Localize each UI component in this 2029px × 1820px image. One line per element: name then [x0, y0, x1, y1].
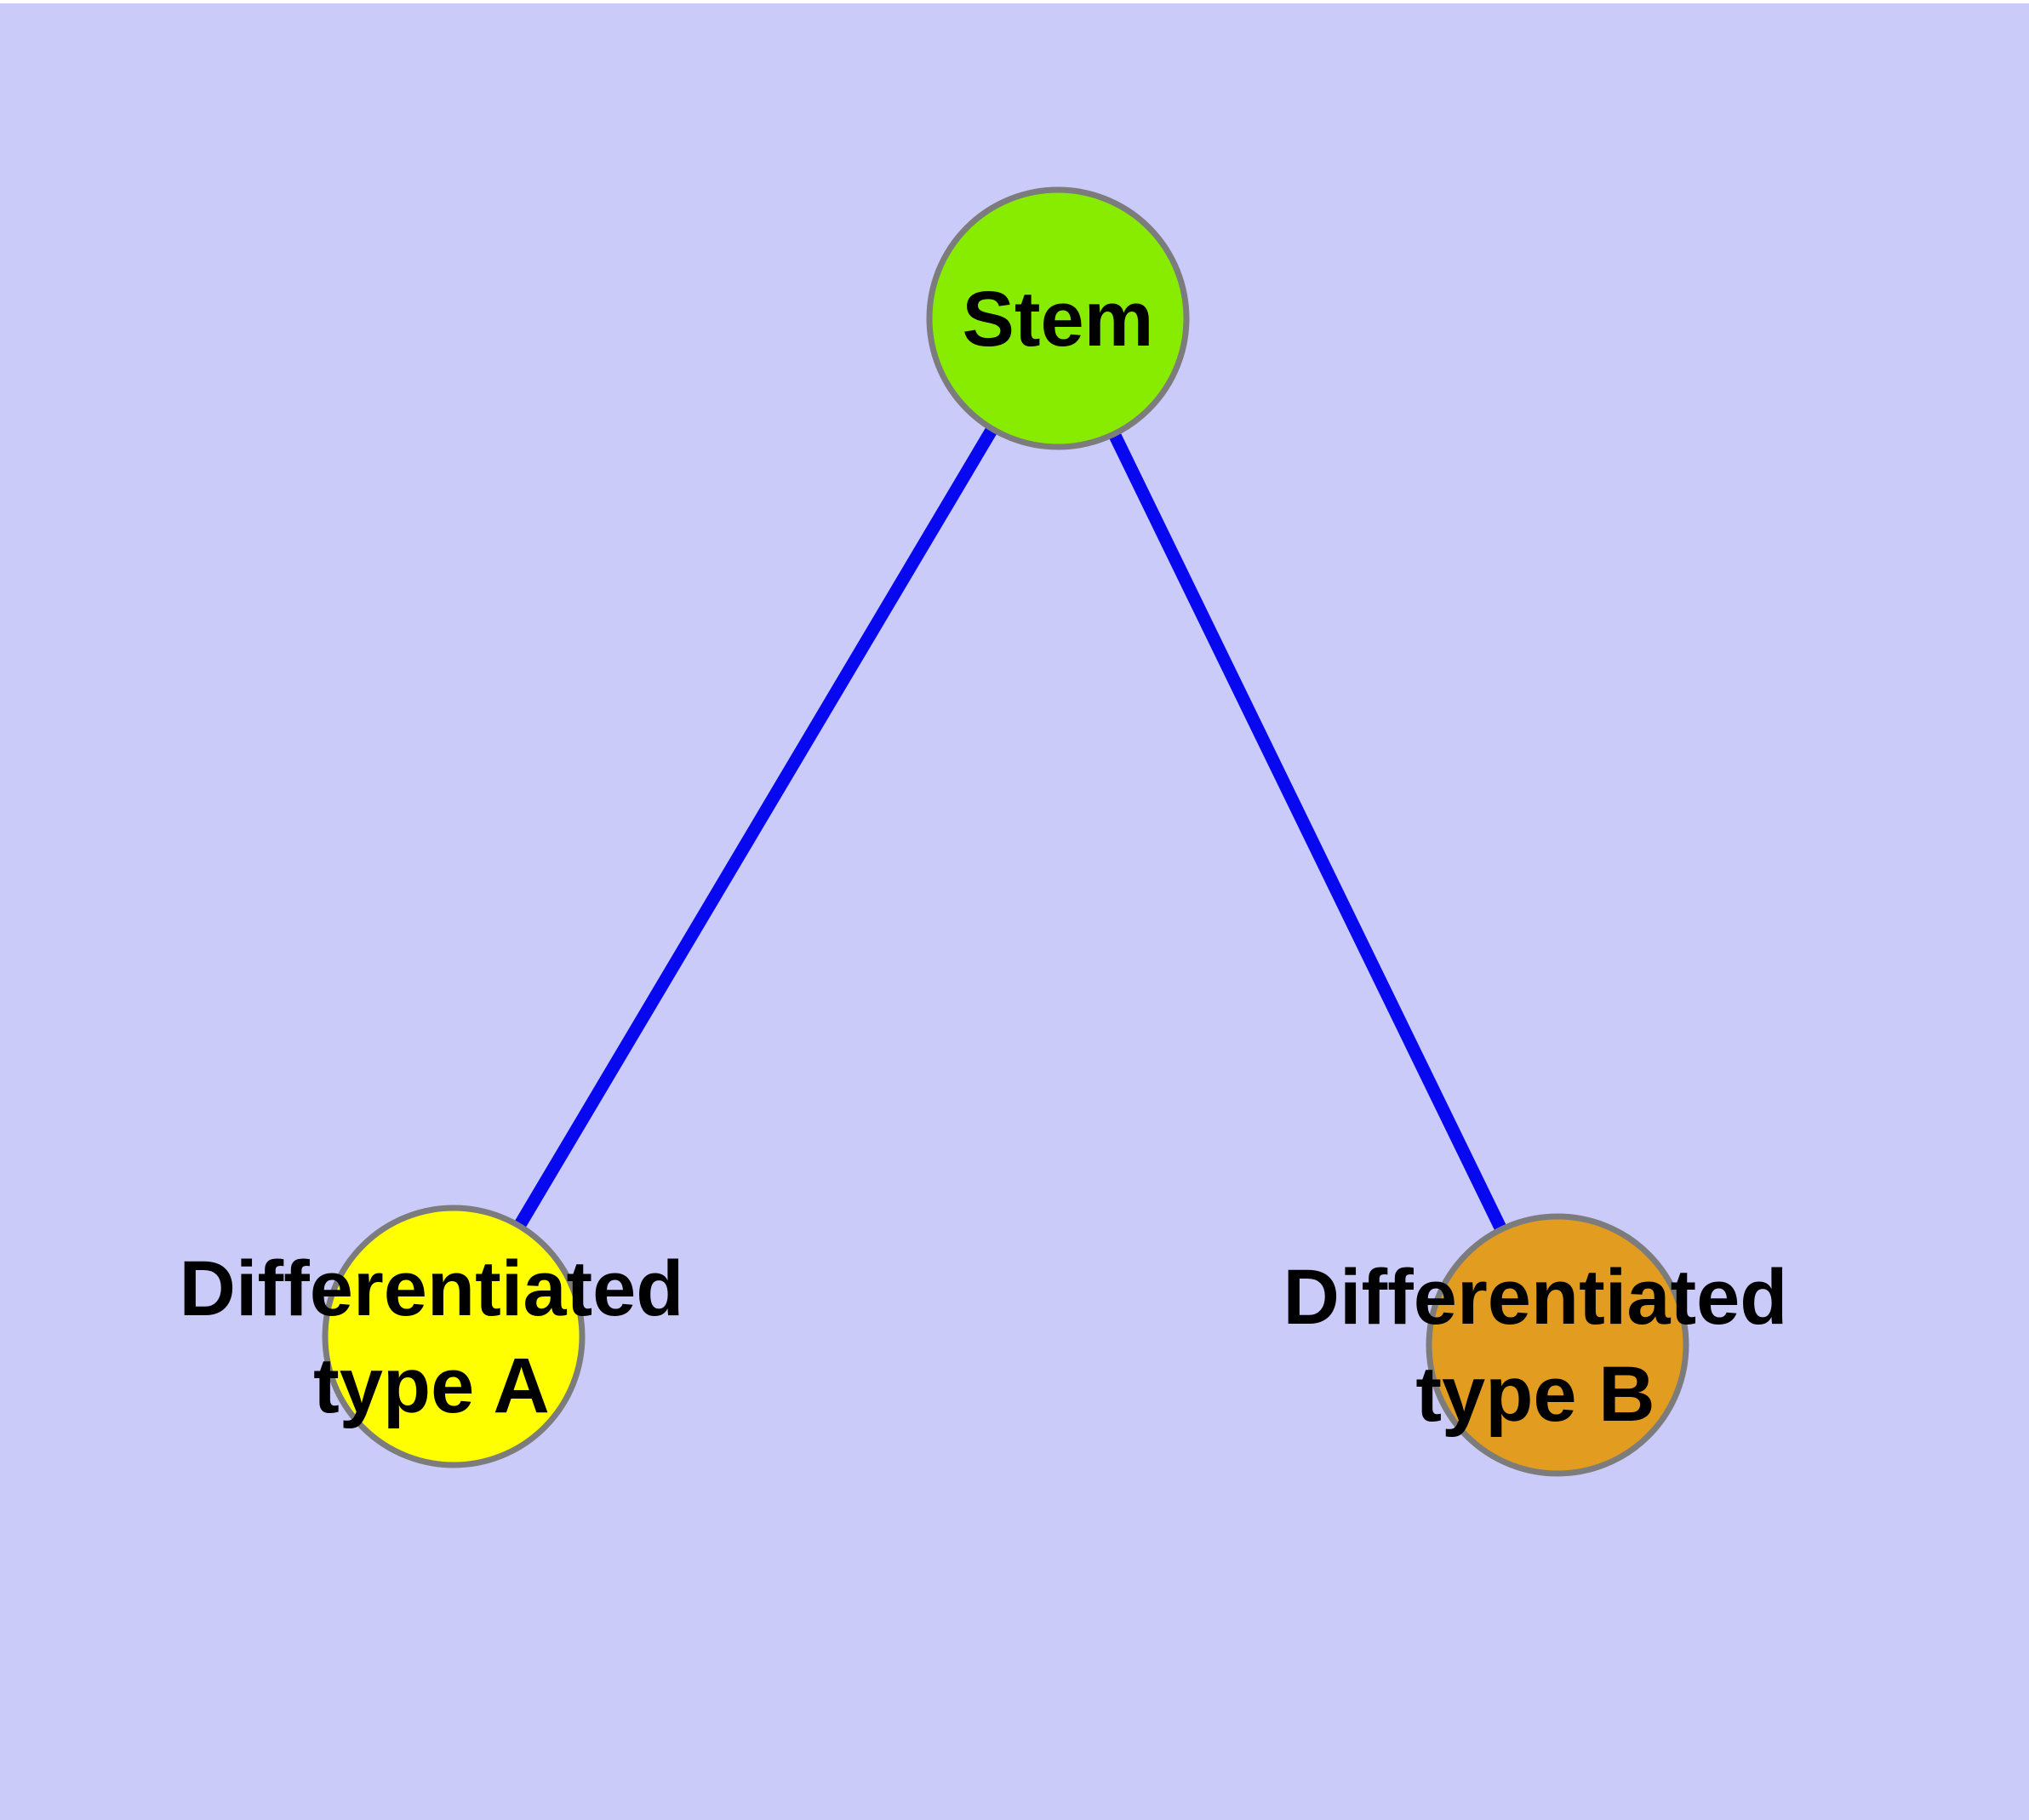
- node-label-line: type A: [313, 1342, 550, 1429]
- edge-stem-to-differentiated-type-a: [448, 315, 1064, 1340]
- node-label-line: type B: [1415, 1351, 1655, 1438]
- node-circle-differentiated-type-a: [322, 1205, 586, 1468]
- canvas-top-edge: [0, 0, 2029, 3]
- node-circle-differentiated-type-b: [1426, 1213, 1689, 1477]
- node-label-stem: Stem: [963, 276, 1154, 363]
- node-label-line: Stem: [963, 276, 1154, 363]
- edge-stem-to-differentiated-type-b: [1052, 315, 1563, 1348]
- node-label-differentiated-type-a: Differentiated type A: [180, 1245, 684, 1429]
- node-label-differentiated-type-b: Differentiated type B: [1283, 1254, 1788, 1438]
- node-label-line: Differentiated: [1283, 1254, 1788, 1341]
- node-label-line: Differentiated: [180, 1245, 684, 1332]
- node-circle-stem: [926, 186, 1190, 450]
